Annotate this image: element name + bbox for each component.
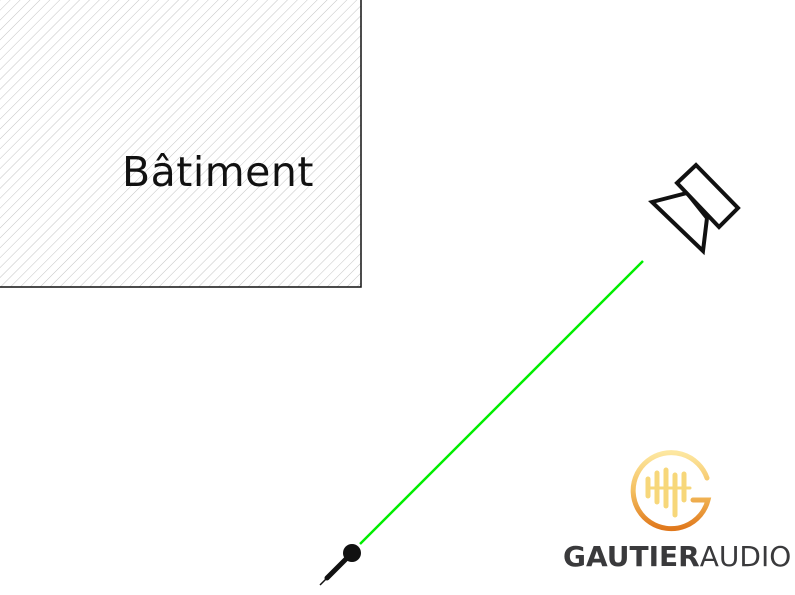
brand-bold: GAUTIER — [563, 540, 700, 573]
building — [0, 0, 362, 288]
building-label: Bâtiment — [122, 148, 314, 196]
speaker-icon — [648, 162, 741, 256]
brand-light: AUDIO — [699, 540, 792, 573]
sound-path-line — [359, 260, 644, 545]
brand-wordmark: GAUTIERAUDIO — [563, 540, 791, 573]
microphone-icon — [319, 544, 361, 586]
logo-mark — [630, 450, 712, 532]
